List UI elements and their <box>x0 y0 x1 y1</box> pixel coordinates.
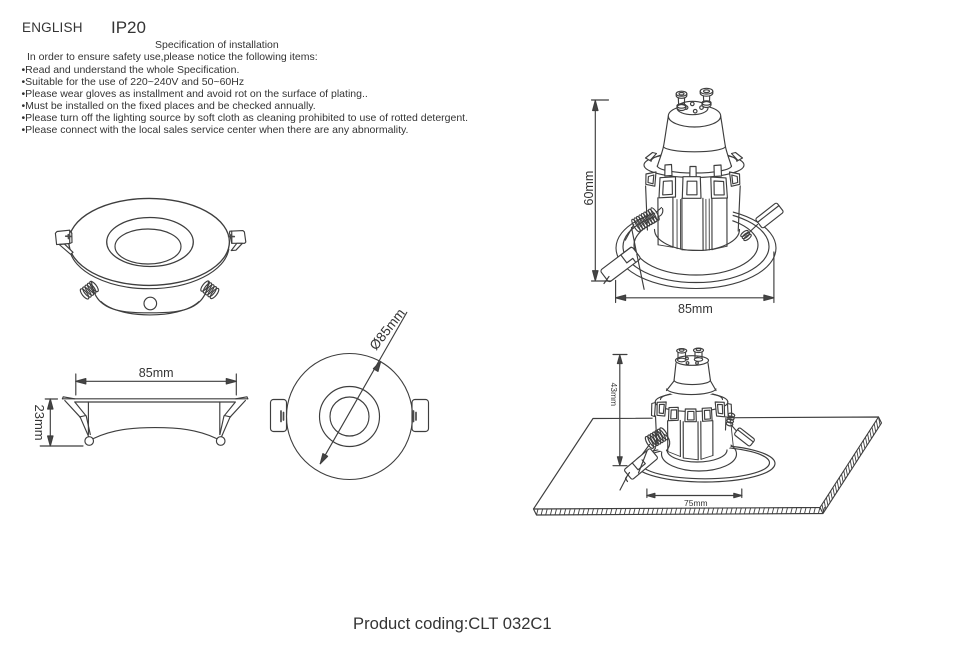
svg-text:60mm: 60mm <box>582 171 596 206</box>
svg-text:75mm: 75mm <box>684 498 708 508</box>
svg-text:85mm: 85mm <box>139 366 174 380</box>
svg-text:85mm: 85mm <box>678 302 713 316</box>
svg-text:23mm: 23mm <box>32 405 47 441</box>
svg-text:43mm: 43mm <box>609 383 619 407</box>
